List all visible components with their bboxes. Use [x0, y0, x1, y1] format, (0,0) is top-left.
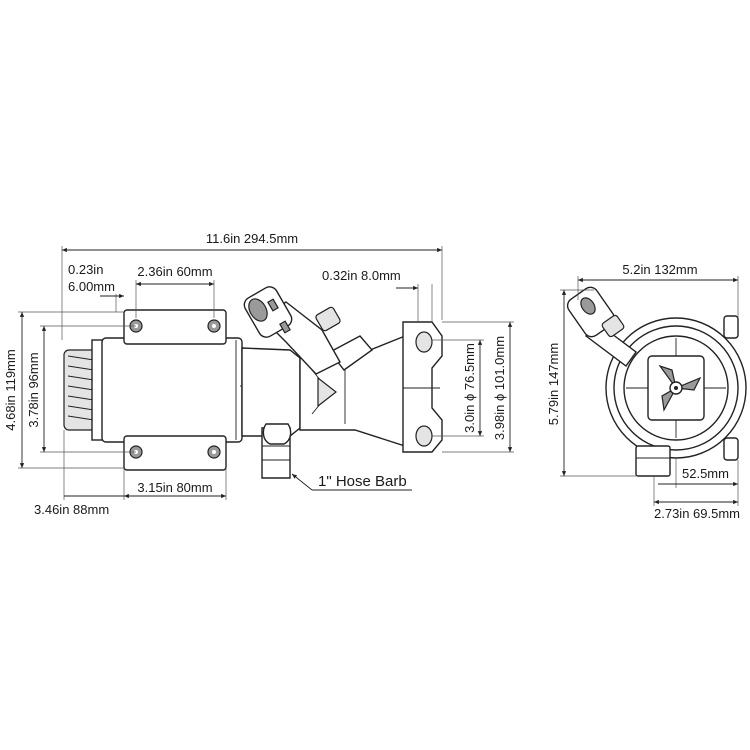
pump-side-view-icon	[63, 286, 443, 479]
end-height-label: 5.79in 147mm	[546, 343, 561, 425]
inlet-fitting	[243, 286, 374, 375]
motor-end-cap	[63, 339, 105, 441]
end-offset-label: 52.5mm	[682, 466, 729, 481]
outer-diameter-label: 3.98in ϕ 101.0mm	[492, 336, 507, 440]
mount-spacing-top-label: 2.36in 60mm	[137, 264, 212, 279]
mount-spacing-bottom-label: 3.15in 80mm	[137, 480, 212, 495]
total-height-label: 4.68in 119mm	[3, 349, 18, 430]
motor-length-label: 3.46in 88mm	[34, 502, 109, 517]
inner-diameter-label: 3.0in ϕ 76.5mm	[462, 343, 477, 433]
mounting-plate-bottom	[123, 435, 227, 471]
pump-coupling	[241, 347, 301, 437]
motor-body	[101, 337, 243, 443]
outlet-flange	[402, 321, 443, 453]
end-view-dimensions: 5.2in 132mm 5.79in 147mm 52.5mm 2.73in 6…	[546, 262, 740, 521]
pump-end-view-icon	[566, 286, 747, 477]
end-outlet-label: 2.73in 69.5mm	[654, 506, 740, 521]
port-thickness-label: 0.32in 8.0mm	[322, 268, 401, 283]
end-view-inlet-fitting	[566, 286, 637, 367]
flange-in-label: 0.23in	[68, 262, 103, 277]
hose-barb	[261, 423, 292, 479]
mounting-plate-top	[123, 309, 227, 345]
overall-length-label: 11.6in 294.5mm	[206, 231, 298, 246]
motor-height-label: 3.78in 96mm	[26, 352, 41, 427]
flange-mm-label: 6.00mm	[68, 279, 115, 294]
hose-barb-label: 1" Hose Barb	[318, 473, 407, 490]
end-width-label: 5.2in 132mm	[622, 262, 697, 277]
side-view-dimensions: 11.6in 294.5mm 0.23in 6.00mm 2.36in 60mm…	[3, 231, 514, 517]
